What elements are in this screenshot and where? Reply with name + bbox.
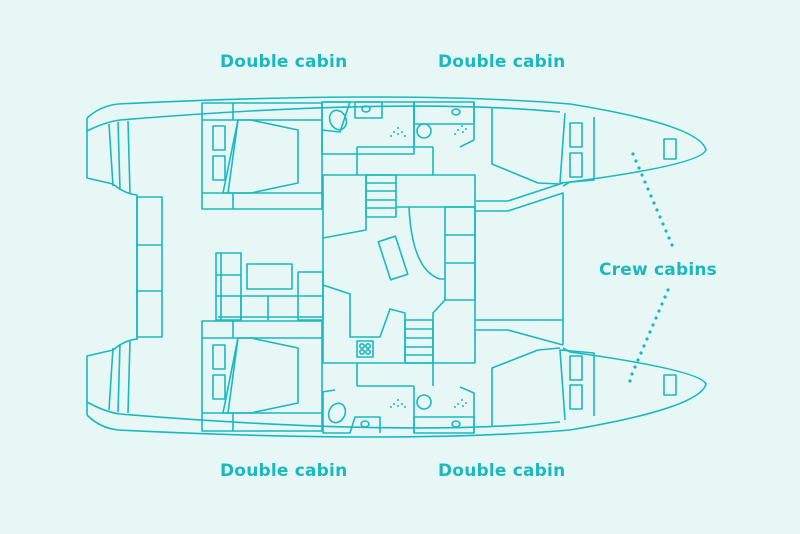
label-double-cabin-top-right: Double cabin (438, 52, 566, 72)
shower-icons (390, 125, 467, 408)
label-double-cabin-bottom-right: Double cabin (438, 461, 566, 481)
top-hull (86, 96, 707, 345)
label-double-cabin-top-left: Double cabin (220, 52, 348, 72)
crew-cabins-pointer (628, 152, 674, 383)
label-crew-cabins: Crew cabins (599, 260, 717, 280)
saloon (322, 174, 563, 364)
label-double-cabin-bottom-left: Double cabin (220, 461, 348, 481)
bottom-hull (86, 320, 707, 438)
cockpit (136, 196, 324, 338)
